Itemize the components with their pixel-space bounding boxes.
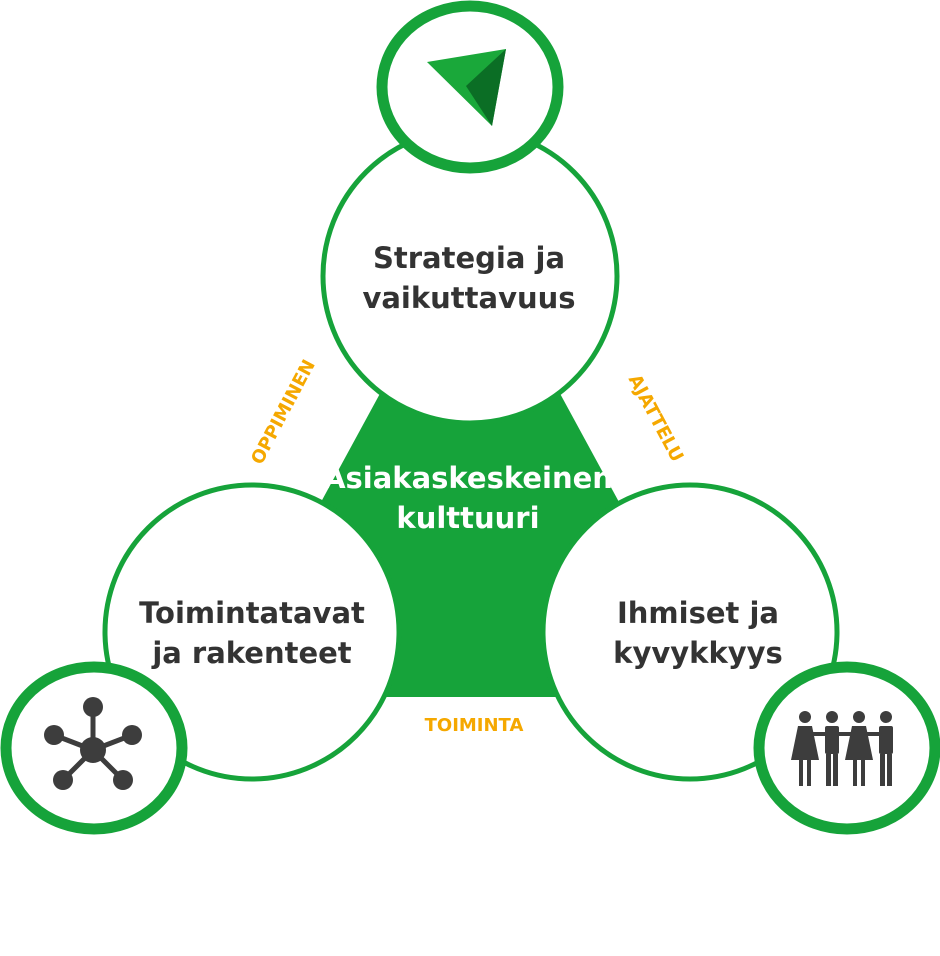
node-left-label-line1: Toimintatavat xyxy=(139,596,365,630)
people-group-icon xyxy=(791,711,893,786)
badge-right xyxy=(753,661,940,835)
badge-top xyxy=(376,0,564,174)
center-title-line2: kulttuuri xyxy=(396,501,539,535)
arrow-pointer-icon xyxy=(427,49,506,126)
node-right-label-line2: kyvykkyys xyxy=(613,636,783,670)
network-hub-icon xyxy=(44,697,142,790)
edge-label-right: AJATTELU xyxy=(624,371,688,466)
node-top-label-line2: vaikuttavuus xyxy=(362,281,575,315)
node-top-label-line1: Strategia ja xyxy=(373,241,565,275)
edge-label-left: OPPIMINEN xyxy=(247,356,320,468)
badge-left xyxy=(0,661,188,835)
edge-label-bottom: TOIMINTA xyxy=(425,715,524,736)
node-right-label-line1: Ihmiset ja xyxy=(617,596,779,630)
node-left-label-line2: ja rakenteet xyxy=(151,636,351,670)
node-right-circle xyxy=(540,482,840,782)
node-left-circle xyxy=(102,482,402,782)
center-title-line1: Asiakaskeskeinen xyxy=(323,461,613,495)
